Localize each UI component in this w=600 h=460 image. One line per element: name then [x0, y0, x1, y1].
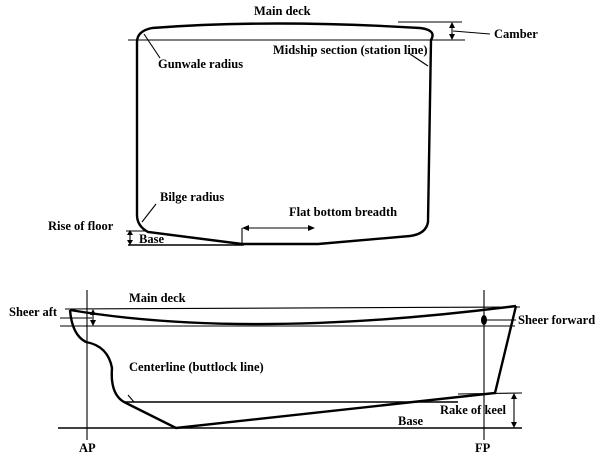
label-camber: Camber — [494, 27, 538, 41]
rise-of-floor-arrowhead-up — [127, 230, 133, 235]
profile-hull-outline — [68, 305, 518, 430]
camber-arrowhead-down — [449, 34, 455, 40]
flat-bottom-arrowhead-right — [308, 225, 315, 231]
label-flat-bottom-breadth: Flat bottom breadth — [289, 205, 397, 219]
sheer-aft-arrowhead-up — [90, 309, 96, 315]
rake-of-keel-arrowhead-up — [511, 393, 517, 399]
sheer-aft-arrowhead-down — [90, 320, 96, 326]
camber-arrowhead-up — [449, 22, 455, 28]
label-centerline: Centerline (buttlock line) — [129, 360, 264, 374]
profile-view: Main deck Sheer aft Sheer forward Center… — [9, 290, 595, 455]
label-station-line: Midship section (station line) — [273, 43, 428, 57]
rake-of-keel-reference — [457, 392, 523, 395]
label-sheer-aft: Sheer aft — [9, 305, 58, 319]
centerline-leader — [127, 394, 135, 403]
label-rise-of-floor: Rise of floor — [48, 219, 114, 233]
label-bilge-radius: Bilge radius — [160, 190, 224, 204]
rake-of-keel-arrowhead-down — [511, 422, 517, 428]
midship-hull-outline — [135, 22, 434, 246]
bilge-leader — [141, 203, 157, 223]
label-ap: AP — [79, 441, 96, 455]
flat-bottom-arrowhead-left — [242, 225, 249, 231]
label-fp: FP — [475, 441, 491, 455]
label-sheer-forward: Sheer forward — [518, 313, 595, 327]
label-main-deck-profile: Main deck — [129, 291, 186, 305]
label-base-profile: Base — [398, 414, 423, 428]
label-main-deck-midship: Main deck — [254, 4, 311, 18]
midship-section: Main deck Camber Gunwale radius Midship … — [48, 4, 538, 246]
station-line-leader — [409, 53, 429, 67]
camber-leader — [452, 30, 491, 35]
sheer-forward-marker — [481, 315, 487, 325]
gunwale-leader — [143, 33, 161, 59]
label-rake-of-keel: Rake of keel — [440, 403, 506, 417]
rise-of-floor-arrowhead-down — [127, 240, 133, 245]
deck-chord-line — [64, 306, 521, 310]
label-base-midship: Base — [139, 232, 164, 246]
label-gunwale-radius: Gunwale radius — [158, 57, 243, 71]
profile-deck-curve — [69, 304, 517, 326]
